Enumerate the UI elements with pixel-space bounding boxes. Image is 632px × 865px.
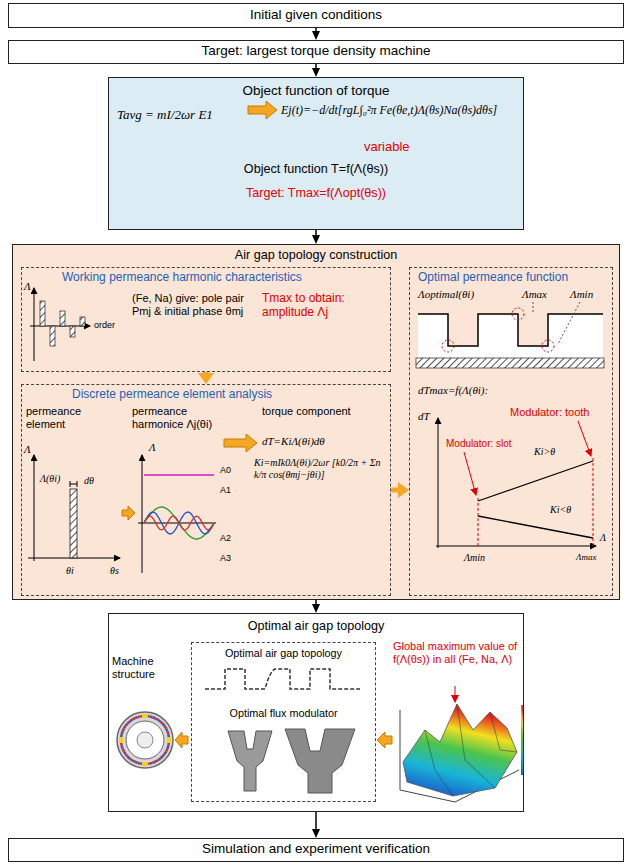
flow-arrow [315,28,317,31]
box-title: Target: largest torque density machine [9,43,623,59]
callout-note: Global maximum value of f(Λ(θs)) in all … [393,640,520,665]
box-text: Λoptimal(θi) [418,288,516,301]
optimal-permeance-chart [416,302,604,548]
box-title: Initial given conditions [9,7,623,23]
flow-arrow [315,64,317,68]
box-text: Λ [24,443,36,456]
box-text: Target: Tmax=f(Λopt(θs)) [109,186,523,200]
orange-arrow [175,732,188,748]
box-text: Ki<θ [550,504,582,516]
box-text: dθ [84,475,106,487]
box-text: dT [418,410,440,423]
box-text: Λmax [522,288,562,301]
objective-box: Object function of torqueTavg = mI/2ωr E… [108,77,524,230]
box-text: θi [66,565,86,577]
box-text: Λ [24,280,36,293]
box-title: Air gap topology construction [13,248,619,262]
element-charts [28,434,257,573]
box-text: A0 [220,465,242,475]
box-text: Modulator: tooth [510,406,610,419]
box-text: Ki=mIk0Λ(θi)/2ωr [k0/2π + Σn k/π cos(θmj… [254,457,389,480]
construction-box: Air gap topology constructionWorking per… [12,244,620,600]
analysis-panel: Discrete permeance element analysis perme… [21,384,391,596]
box-text: Tmax to obtain: amplitude Λj [262,292,387,320]
flow-arrow [204,372,209,373]
construction-box-fill [12,244,620,600]
box-text: permeance harmonice Λj(θi) [132,405,224,430]
flow-arrow [315,600,317,604]
harmonic-wave [144,474,214,475]
analysis-panel: Working permeance harmonic characteristi… [21,267,391,372]
box-text: order [94,320,130,330]
box-title: Object function of torque [109,83,523,99]
callout-arrow [455,686,456,702]
box-title: Optimal air gap topology [109,619,523,633]
machine-structure-figure [117,712,173,768]
process-box: Target: largest torque density machine [8,40,624,64]
box-text: Modulator: slot [446,438,530,450]
box-title: Discrete permeance element analysis [72,388,372,402]
analysis-panel: Optimal permeance functionΛoptimal(θi) Λm… [409,267,613,596]
box-text: Λ [600,532,612,543]
box-text: Λmin [464,552,500,564]
flow-arrow [391,488,398,493]
process-box: Initial given conditions [8,3,624,28]
process-box: Simulation and experiment verification [8,838,624,862]
flow-arrow [315,812,317,829]
box-title: Working permeance harmonic characteristi… [62,271,382,285]
box-title: Simulation and experiment verification [9,841,623,857]
orange-arrow [377,732,392,748]
box-text: Object function T=f(Λ(θs)) [109,162,523,176]
part-label: Machine structure [112,655,176,680]
box-text: A1 [220,485,242,495]
box-text: Ki>θ [534,446,566,458]
harmonic-wave [144,507,214,539]
box-text: Λ(θi) [40,473,74,485]
harmonic-bar-chart [30,288,90,361]
box-text: dTmax=f(Λ(θi): [418,384,538,397]
object-box-fill [108,77,524,230]
box-text: A2 [220,533,242,543]
box-text: Ej(t)=−d/dt[rgL∫₀²π Fe(θe,t)Λ(θs)Na(θs)d… [281,104,517,118]
orange-arrow [248,101,277,119]
box-title: Optimal permeance function [418,271,608,285]
box-text: Λmin [570,288,610,301]
box-text: permeance element [26,405,106,430]
box-text: Tavg = mI/2ωr E1 [117,108,253,123]
box-text: A3 [220,553,242,563]
harmonic-wave [144,512,214,534]
box-title: Optimal air gap topology [192,647,375,659]
box-text: torque component [262,405,387,418]
box-text: variable [364,140,444,155]
topology-panel: Optimal air gap topologyOptimal flux mod… [191,642,376,802]
box-text: Optimal flux modulator [192,707,375,719]
topology-figure [205,669,360,793]
box-text: Λmax [576,552,612,562]
box-text: dT=KiΛ(θi)dθ [262,435,387,448]
surface-chart [400,704,524,802]
box-text: θs [110,565,132,577]
box-text: (Fe, Na) give: pole pair Pmj & initial p… [132,292,254,317]
box-text: Λ [149,441,161,454]
harmonic-wave [144,516,214,530]
flow-arrow [315,230,317,235]
